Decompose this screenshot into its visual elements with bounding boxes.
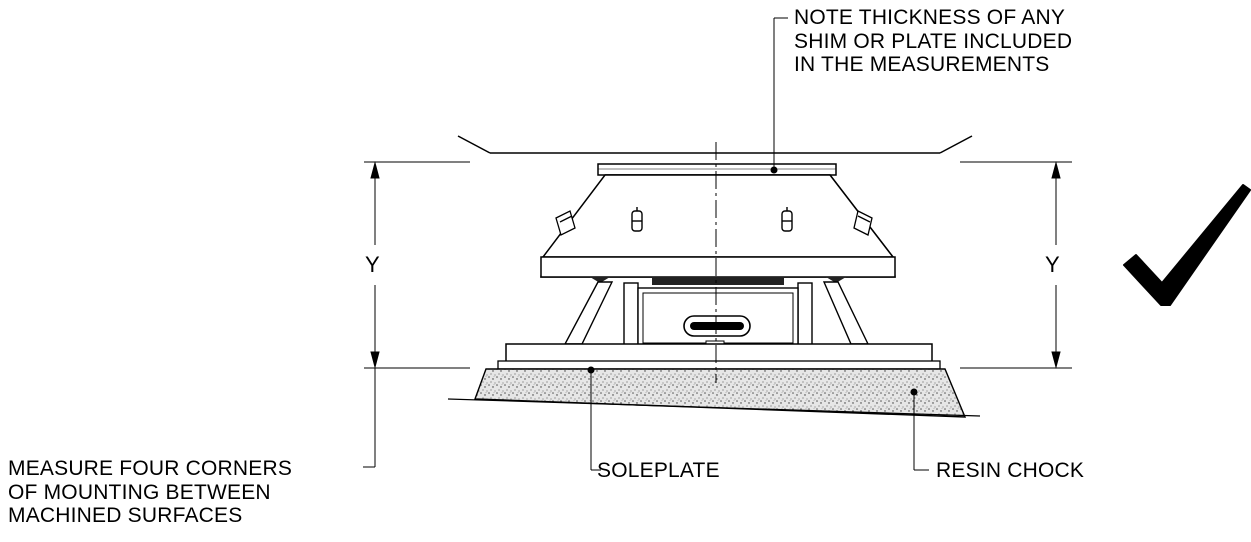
- elastomer-element: [652, 277, 784, 285]
- dimension-y-right: [1051, 161, 1061, 369]
- resin-chock-label: RESIN CHOCK: [936, 459, 1085, 482]
- dimension-y-right-label: Y: [1045, 252, 1060, 277]
- dimension-y-left: [370, 161, 380, 369]
- mount-legs: [563, 281, 870, 346]
- leader-note-thickness: [770, 17, 788, 174]
- measure-line-1: MEASURE FOUR CORNERS: [8, 457, 293, 480]
- leader-soleplate: [587, 366, 601, 471]
- note-line-1: NOTE THICKNESS OF ANY: [794, 6, 1066, 29]
- dimension-y-left-label: Y: [365, 252, 380, 277]
- top-shim-plate: [597, 163, 837, 176]
- resin-chock: [474, 368, 967, 418]
- note-line-3: IN THE MEASUREMENTS: [794, 53, 1050, 76]
- side-bolt-left: [555, 210, 576, 236]
- note-thickness-label: NOTE THICKNESS OF ANY SHIM OR PLATE INCL…: [794, 6, 1072, 77]
- dimension-extension-lines: [364, 161, 1072, 369]
- side-bolt-right: [853, 210, 873, 236]
- leader-resin-chock: [910, 388, 929, 471]
- leader-measure-corners: [363, 368, 376, 468]
- foundation-line: [447, 398, 981, 417]
- soleplate-label: SOLEPLATE: [597, 459, 720, 482]
- note-line-2: SHIM OR PLATE INCLUDED: [794, 29, 1073, 53]
- housing-bolt-left: [631, 207, 643, 232]
- check-mark-icon: [1123, 184, 1251, 306]
- upper-machine-surface: [457, 135, 973, 154]
- measure-line-2: OF MOUNTING BETWEEN: [8, 480, 271, 504]
- adjustment-slot: [683, 315, 751, 337]
- measure-corners-label: MEASURE FOUR CORNERS OF MOUNTING BETWEEN…: [8, 457, 292, 528]
- measure-line-3: MACHINED SURFACES: [8, 504, 243, 527]
- housing-bolt-right: [781, 207, 793, 232]
